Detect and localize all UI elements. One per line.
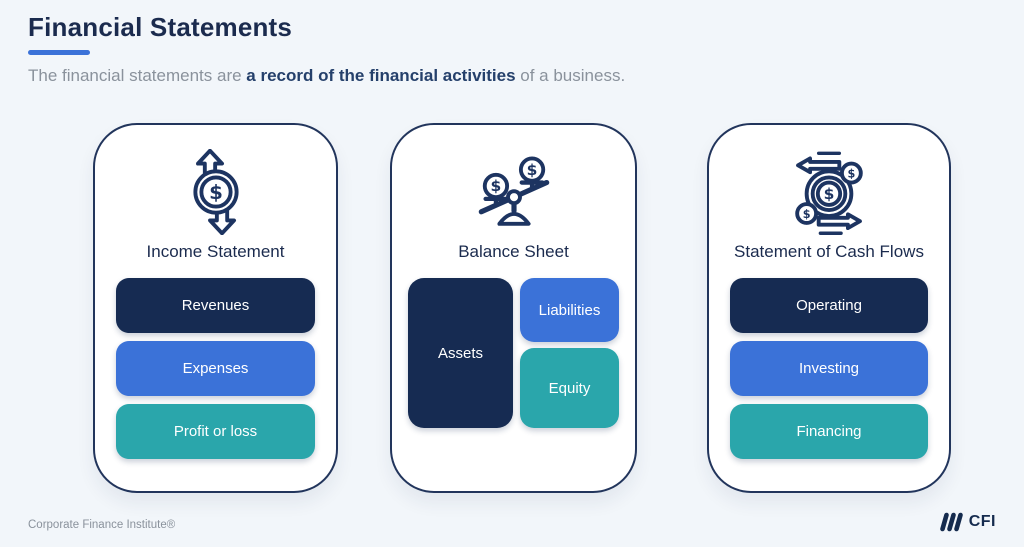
cash-flows-card: $ $ $ Statement of Cash Flows Operating …	[707, 123, 951, 493]
investing-block: Investing	[730, 341, 928, 396]
assets-block: Assets	[408, 278, 513, 428]
dollar-glyph: $	[824, 185, 835, 203]
footer-attribution: Corporate Finance Institute®	[28, 519, 176, 531]
income-statement-icon-wrap: $	[172, 149, 260, 235]
card-title-balance-sheet: Balance Sheet	[458, 242, 569, 261]
dollar-glyph: $	[803, 208, 811, 221]
card-title-cash-flows: Statement of Cash Flows	[734, 242, 924, 261]
balance-sheet-card: $ $ Balance Sheet Assets Liabilities Equ…	[390, 123, 637, 493]
cfi-logo-icon	[939, 512, 963, 532]
subtitle: The financial statements are a record of…	[28, 66, 625, 86]
dollar-glyph: $	[847, 167, 855, 180]
cfi-logo: CFI	[938, 511, 996, 533]
dollar-glyph: $	[490, 177, 501, 195]
dollar-glyph: $	[526, 161, 537, 179]
cfi-logo-text: CFI	[968, 513, 996, 530]
operating-block: Operating	[730, 278, 928, 333]
title-underline	[28, 50, 90, 55]
balance-scale-icon: $ $	[478, 156, 549, 226]
subtitle-bold: a record of the financial activities	[246, 66, 516, 85]
dollar-glyph: $	[209, 181, 223, 204]
income-statement-items: Revenues Expenses Profit or loss	[95, 278, 336, 459]
page-title: Financial Statements	[28, 12, 293, 42]
card-title-income-statement: Income Statement	[146, 242, 285, 261]
financing-block: Financing	[730, 404, 928, 459]
subtitle-suffix: of a business.	[515, 66, 626, 85]
cash-flows-items: Operating Investing Financing	[709, 278, 949, 459]
expenses-block: Expenses	[116, 341, 315, 396]
profit-or-loss-block: Profit or loss	[116, 404, 315, 459]
balance-sheet-icon-wrap: $ $	[470, 149, 558, 235]
liabilities-block: Liabilities	[520, 278, 619, 342]
equity-block: Equity	[520, 348, 619, 428]
dollar-up-down-icon: $	[192, 149, 239, 235]
cash-flows-icon-wrap: $ $ $	[782, 149, 876, 235]
income-statement-card: $ Income Statement Revenues Expenses Pro…	[93, 123, 338, 493]
subtitle-prefix: The financial statements are	[28, 66, 247, 85]
header: Financial Statements	[28, 12, 292, 55]
cash-flow-icon: $ $ $	[795, 151, 863, 235]
balance-sheet-right-column: Liabilities Equity	[520, 278, 619, 428]
balance-sheet-items: Assets Liabilities Equity	[392, 278, 635, 428]
revenues-block: Revenues	[116, 278, 315, 333]
